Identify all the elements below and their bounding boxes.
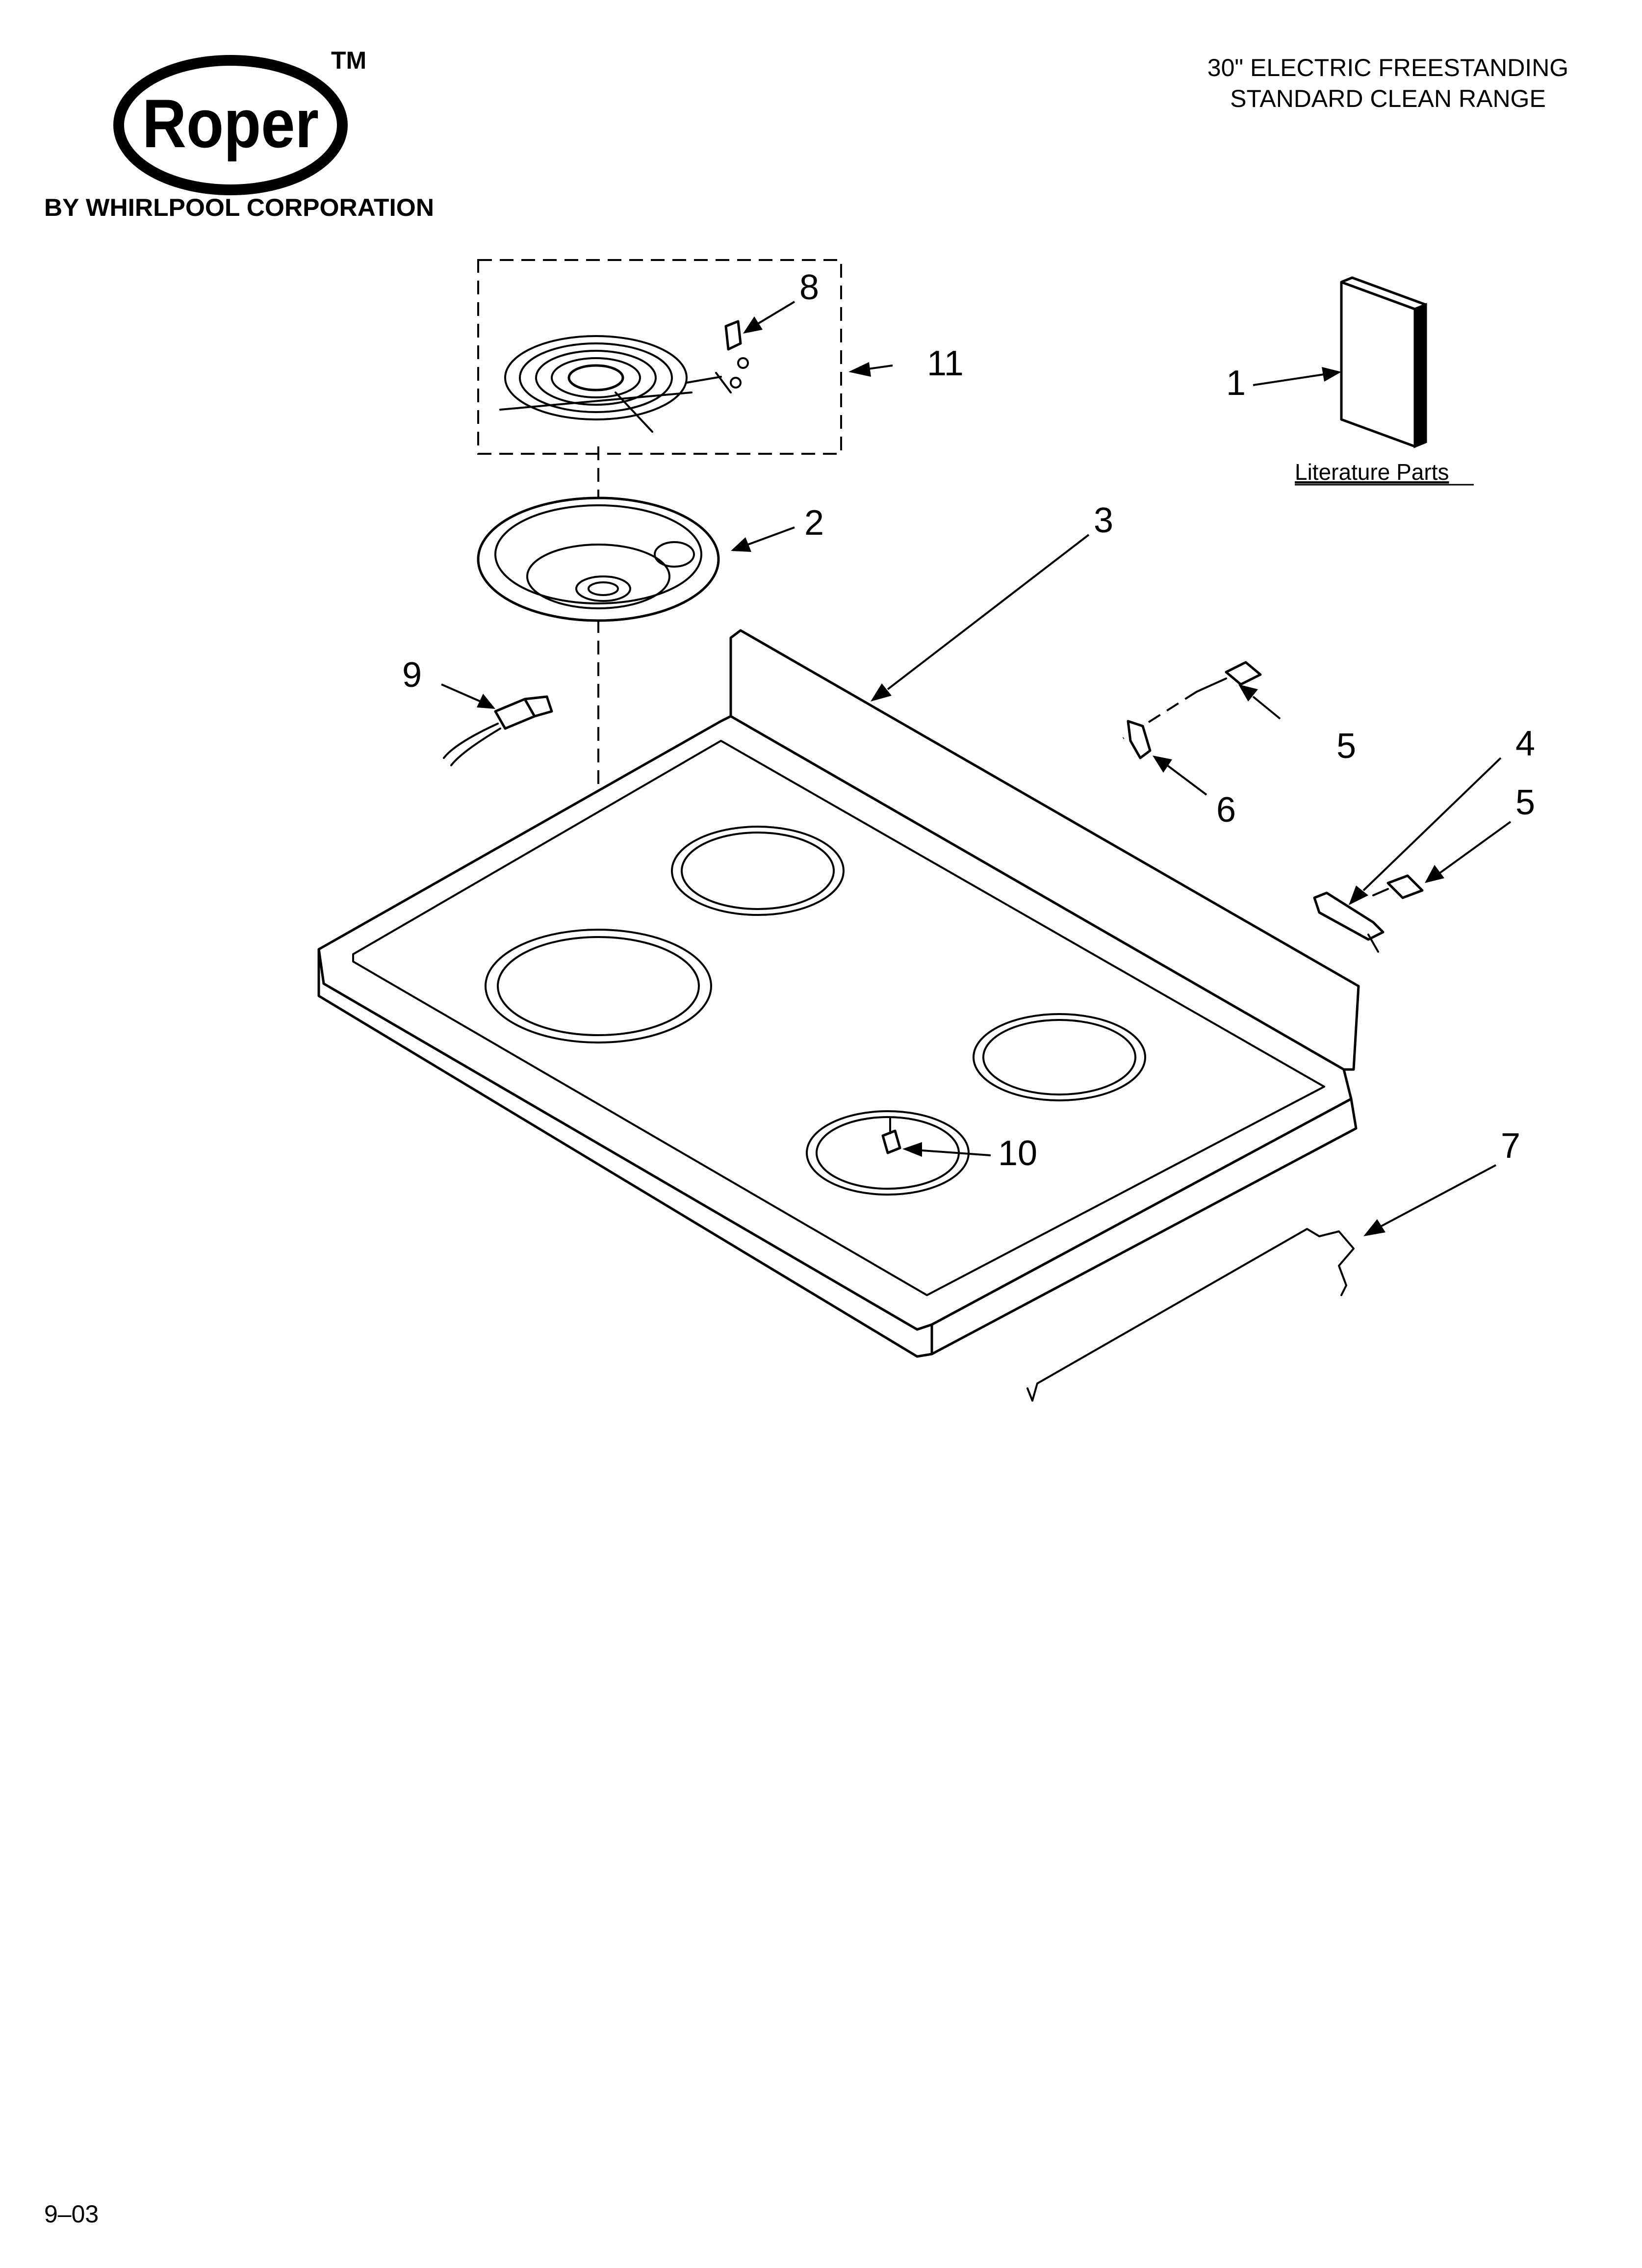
leader-11: [868, 365, 893, 370]
arrowhead-8: [743, 316, 763, 334]
arrowhead-2: [731, 537, 751, 552]
drip-bowl: [477, 496, 720, 622]
element-assembly-box: [477, 259, 842, 455]
leader-5a: [1252, 696, 1281, 720]
leader-7: [1380, 1164, 1496, 1227]
callout-8: 8: [799, 268, 819, 307]
callout-3: 3: [1094, 501, 1113, 540]
arrowhead-11: [848, 362, 871, 377]
wire-connector: [443, 695, 553, 766]
literature-parts-booklet: [1340, 276, 1427, 448]
leader-8: [757, 301, 795, 325]
leader-2: [747, 526, 795, 546]
roper-logo: Roper TM: [113, 47, 366, 195]
terminal-block: [715, 320, 749, 393]
leader-1: [1253, 373, 1325, 386]
page-title-line2: STANDARD CLEAN RANGE: [1230, 85, 1546, 112]
literature-parts-label: Literature Parts: [1295, 459, 1449, 485]
callout-5-lower: 5: [1515, 783, 1535, 822]
arrowhead-3: [871, 683, 892, 702]
leader-3: [887, 534, 1090, 690]
leader-5b: [1438, 821, 1512, 874]
arrowhead-10: [902, 1142, 922, 1157]
end-cap-bracket: [1313, 891, 1385, 953]
logo-wordmark: Roper: [142, 85, 319, 162]
arrowhead-9: [477, 694, 495, 709]
callout-5-upper: 5: [1336, 727, 1356, 766]
mounting-screw: [881, 1118, 901, 1154]
callout-10: 10: [998, 1134, 1037, 1173]
callout-6: 6: [1216, 790, 1236, 830]
cooktop-main-top: [317, 629, 1360, 1358]
callout-7: 7: [1501, 1126, 1520, 1166]
arrowhead-5b: [1425, 865, 1444, 883]
arrowhead-1: [1322, 367, 1341, 382]
brand-byline: BY WHIRLPOOL CORPORATION: [44, 194, 434, 221]
leader-10: [922, 1149, 991, 1156]
retaining-clip: [1127, 720, 1152, 759]
callout-2: 2: [804, 503, 824, 543]
surface-element-coil: [499, 335, 722, 433]
support-rod: [1026, 1228, 1355, 1402]
trademark-mark: TM: [331, 47, 366, 74]
arrowhead-6: [1153, 756, 1172, 773]
arrowhead-5a: [1238, 684, 1258, 702]
callout-11: 11: [927, 344, 964, 383]
callout-1: 1: [1226, 364, 1246, 403]
backsplash-screw: [1196, 661, 1262, 693]
page-title-line1: 30" ELECTRIC FREESTANDING: [1207, 54, 1568, 81]
leader-6: [1166, 764, 1207, 796]
arrowhead-4: [1349, 886, 1368, 905]
callout-4: 4: [1515, 724, 1535, 763]
leader-9: [441, 683, 481, 703]
leader-4: [1362, 757, 1502, 891]
footer-date-code: 9–03: [44, 2200, 99, 2228]
bracket-screw: [1372, 874, 1424, 899]
arrowhead-7: [1363, 1219, 1385, 1236]
callout-9: 9: [402, 655, 422, 695]
